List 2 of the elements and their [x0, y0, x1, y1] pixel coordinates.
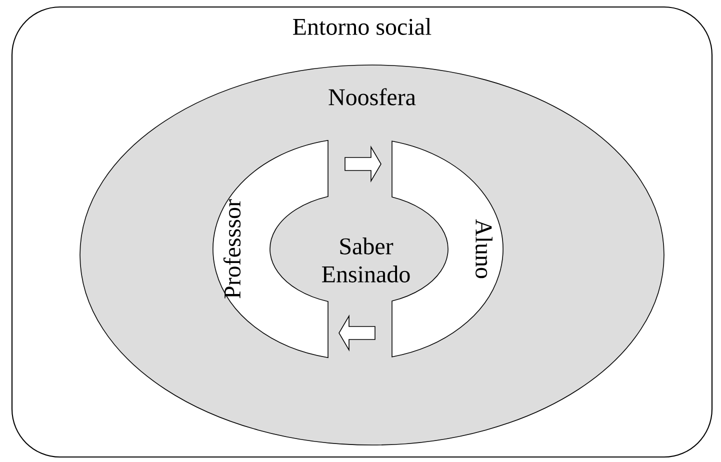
block-arrow: [338, 314, 376, 352]
block-arrow: [344, 146, 382, 182]
